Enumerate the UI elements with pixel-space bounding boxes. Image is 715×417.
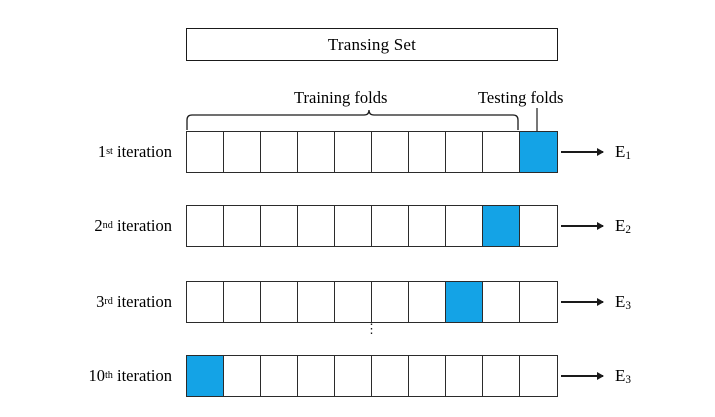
fold-cell xyxy=(298,206,335,246)
error-output: E3 xyxy=(561,355,631,397)
testing-folds-label: Testing folds xyxy=(478,88,564,107)
fold-cell xyxy=(372,206,409,246)
fold-cell xyxy=(372,132,409,172)
fold-cell xyxy=(298,356,335,396)
fold-cell xyxy=(409,206,446,246)
error-symbol: E xyxy=(615,216,626,235)
training-folds-label: Training folds xyxy=(294,88,388,107)
fold-cell xyxy=(372,356,409,396)
iteration-word: iteration xyxy=(117,366,172,385)
error-index: 1 xyxy=(625,150,631,162)
fold-cell xyxy=(446,206,483,246)
fold-cell xyxy=(483,356,520,396)
fold-cell xyxy=(335,356,372,396)
fold-cell xyxy=(446,356,483,396)
error-index: 3 xyxy=(625,374,631,386)
fold-cell xyxy=(520,282,557,322)
arrow-icon xyxy=(561,375,603,377)
fold-cell xyxy=(520,356,557,396)
fold-grid xyxy=(186,355,558,397)
error-index: 3 xyxy=(625,300,631,312)
fold-cell xyxy=(409,356,446,396)
fold-cell xyxy=(335,206,372,246)
error-output: E1 xyxy=(561,131,631,173)
fold-cell xyxy=(483,132,520,172)
fold-cell xyxy=(335,132,372,172)
fold-grid xyxy=(186,281,558,323)
test-fold-cell xyxy=(483,206,520,246)
error-label: E3 xyxy=(615,292,631,312)
fold-cell xyxy=(335,282,372,322)
fold-grid xyxy=(186,205,558,247)
error-label: E1 xyxy=(615,142,631,162)
fold-cell xyxy=(261,282,298,322)
iteration-word: iteration xyxy=(117,292,172,311)
iteration-number: 10 xyxy=(88,366,105,385)
error-output: E2 xyxy=(561,205,631,247)
iteration-word: iteration xyxy=(117,142,172,161)
test-fold-cell xyxy=(520,132,557,172)
fold-cell xyxy=(409,132,446,172)
fold-cell xyxy=(224,356,261,396)
fold-cell xyxy=(187,132,224,172)
fold-cell xyxy=(372,282,409,322)
fold-grid xyxy=(186,131,558,173)
iteration-word: iteration xyxy=(117,216,172,235)
vertical-ellipsis-icon: ⋮ xyxy=(365,321,378,336)
fold-cell xyxy=(446,132,483,172)
fold-cell xyxy=(261,132,298,172)
fold-cell xyxy=(298,282,335,322)
error-index: 2 xyxy=(625,224,631,236)
fold-cell xyxy=(224,132,261,172)
iteration-number: 1 xyxy=(97,142,107,161)
error-output: E3 xyxy=(561,281,631,323)
error-symbol: E xyxy=(615,366,626,385)
fold-cell xyxy=(224,206,261,246)
fold-cell xyxy=(261,206,298,246)
arrow-icon xyxy=(561,151,603,153)
arrow-icon xyxy=(561,301,603,303)
fold-cell xyxy=(187,282,224,322)
fold-cell xyxy=(261,356,298,396)
error-symbol: E xyxy=(615,292,626,311)
error-label: E3 xyxy=(615,366,631,386)
error-label: E2 xyxy=(615,216,631,236)
training-set-box: Transing Set xyxy=(186,28,558,61)
fold-cell xyxy=(520,206,557,246)
iteration-number: 3 xyxy=(96,292,105,311)
fold-cell xyxy=(409,282,446,322)
fold-cell xyxy=(298,132,335,172)
iteration-number: 2 xyxy=(94,216,103,235)
training-folds-brace xyxy=(186,109,519,130)
fold-cell xyxy=(483,282,520,322)
error-symbol: E xyxy=(615,142,626,161)
fold-cell xyxy=(187,206,224,246)
arrow-icon xyxy=(561,225,603,227)
training-set-label: Transing Set xyxy=(327,34,417,54)
test-fold-cell xyxy=(446,282,483,322)
test-fold-cell xyxy=(187,356,224,396)
fold-cell xyxy=(224,282,261,322)
